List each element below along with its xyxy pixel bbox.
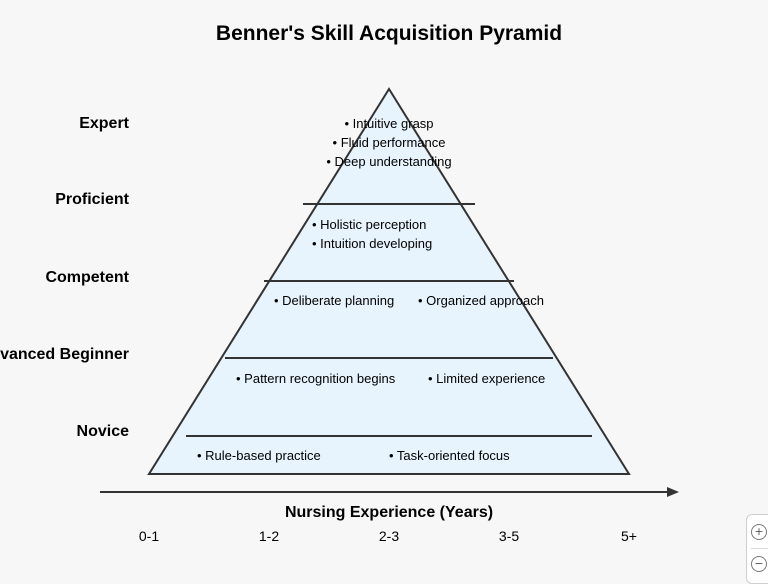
level-label-competent: Competent — [45, 269, 129, 286]
level-bullet: • Intuition developing — [312, 236, 432, 251]
level-label-advanced-beginner: Advanced Beginner — [0, 346, 129, 363]
axis-arrow-icon — [667, 487, 679, 497]
axis-tick-label: 5+ — [621, 528, 637, 544]
level-bullet: • Fluid performance — [333, 135, 446, 150]
level-label-novice: Novice — [77, 423, 130, 440]
level-bullet: • Pattern recognition begins — [236, 371, 396, 386]
level-bullet: • Intuitive grasp — [344, 116, 433, 131]
level-bullet: • Deliberate planning — [274, 293, 394, 308]
level-bullet: • Holistic perception — [312, 217, 426, 232]
zoom-in-icon[interactable]: + — [751, 524, 767, 540]
level-label-proficient: Proficient — [55, 191, 129, 208]
zoom-divider — [751, 548, 768, 549]
level-bullet: • Rule-based practice — [197, 448, 321, 463]
axis-title: Nursing Experience (Years) — [285, 504, 493, 521]
zoom-out-icon[interactable]: − — [751, 556, 767, 572]
pyramid-diagram: Benner's Skill Acquisition Pyramid Exper… — [0, 22, 679, 544]
level-label-expert: Expert — [79, 115, 129, 132]
axis-tick-label: 0-1 — [139, 528, 159, 544]
level-bullet: • Deep understanding — [326, 154, 451, 169]
axis-tick-label: 2-3 — [379, 528, 399, 544]
diagram-title: Benner's Skill Acquisition Pyramid — [216, 22, 562, 45]
level-bullet: • Organized approach — [418, 293, 544, 308]
axis-tick-label: 3-5 — [499, 528, 519, 544]
zoom-control: + − — [746, 514, 768, 584]
axis-tick-label: 1-2 — [259, 528, 279, 544]
level-bullet: • Task-oriented focus — [389, 448, 510, 463]
level-bullet: • Limited experience — [428, 371, 545, 386]
